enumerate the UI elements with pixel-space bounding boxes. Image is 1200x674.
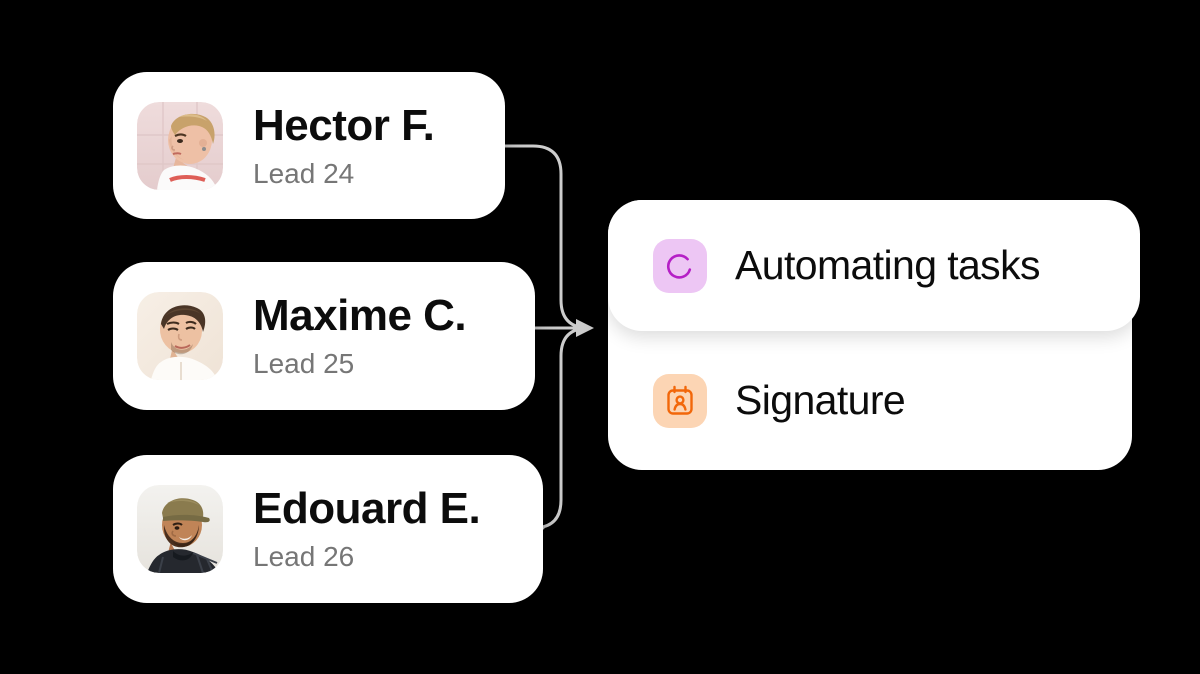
lead-subtitle: Lead 26 (253, 541, 355, 572)
action-row-automating-tasks[interactable]: Automating tasks (608, 200, 1140, 331)
lead-text-edouard: Edouard E. Lead 26 (253, 484, 481, 572)
refresh-spinner-icon (653, 238, 707, 293)
avatar-photo-edouard (137, 485, 223, 573)
lead-subtitle: Lead 24 (253, 157, 355, 189)
lead-text-maxime: Maxime C. Lead 25 (253, 291, 467, 379)
avatar-photo-hector (137, 101, 223, 190)
lead-card-maxime[interactable]: Maxime C. Lead 25 (113, 262, 535, 410)
lead-card-edouard[interactable]: Edouard E. Lead 26 (113, 455, 543, 603)
lead-card-hector[interactable]: Hector F. Lead 24 (113, 72, 505, 219)
lead-name: Hector F. (253, 100, 435, 150)
lead-subtitle: Lead 25 (253, 348, 355, 379)
id-badge-icon (653, 373, 707, 428)
lead-text-hector: Hector F. Lead 24 (253, 100, 435, 189)
action-row-signature[interactable]: Signature (608, 331, 1132, 470)
action-label: Automating tasks (735, 242, 1040, 288)
lead-name: Edouard E. (253, 484, 481, 533)
avatar-photo-maxime (137, 292, 223, 380)
lead-name: Maxime C. (253, 291, 467, 340)
action-label: Signature (735, 377, 906, 423)
arrow-right-icon (576, 319, 594, 337)
